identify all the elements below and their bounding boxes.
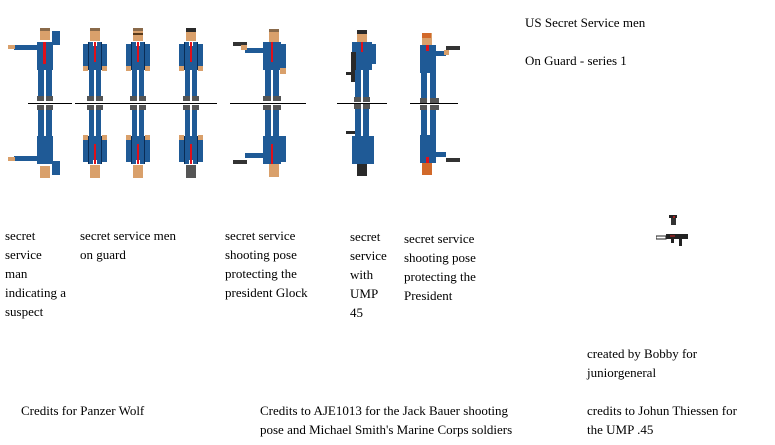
figure-ump-holder [345,30,379,180]
credit-aje1013: Credits to AJE1013 for the Jack Bauer sh… [260,403,513,437]
caption-glock-pose: secret service shooting pose protecting … [225,228,308,300]
ground-line-2 [75,103,217,104]
page-title: US Secret Service men [525,15,646,30]
ground-line-5 [410,103,458,104]
ump-weapon-sprite [656,213,690,251]
page-subtitle: On Guard - series 1 [525,53,627,68]
figure-guard-2 [123,28,153,178]
figure-guard-1 [80,28,110,178]
credit-creator: created by Bobby for juniorgeneral [587,346,698,380]
ground-line-4 [337,103,387,104]
figure-pointing-man [8,28,70,178]
caption-president-pose: secret service shooting pose protecting … [404,231,476,303]
figure-pistol-shooter [418,33,462,178]
ground-line-1 [28,103,72,104]
figure-glock-shooter [233,28,293,178]
figure-guard-3 [176,28,206,178]
ground-line-3 [230,103,306,104]
caption-indicating-suspect: secret service man indicating a suspect [5,228,67,319]
caption-men-on-guard: secret service men on guard [80,228,177,262]
caption-ump: secret service with UMP 45 [350,229,387,320]
credit-johun-thiessen: credits to Johun Thiessen for the UMP .4… [587,403,737,437]
credit-panzer-wolf: Credits for Panzer Wolf [21,403,145,418]
